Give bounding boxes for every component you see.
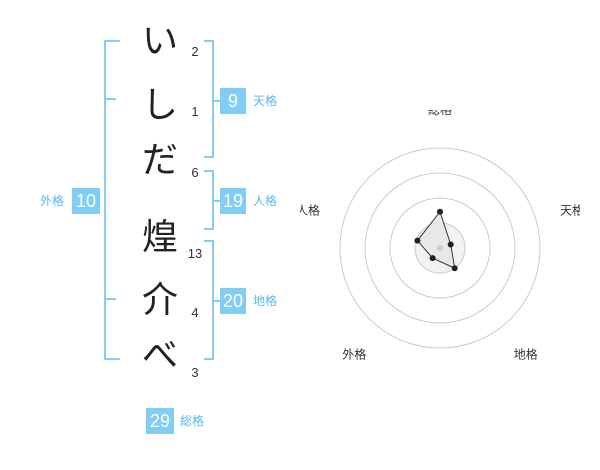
gaikaku-bracket-bottom [104, 358, 120, 360]
stroke-count-1: 2 [191, 44, 199, 59]
gaikaku-bracket-inner-bottom [104, 298, 116, 300]
chikaku-bracket-bottom [204, 358, 214, 360]
name-char-2: し [141, 85, 178, 126]
radar-center-dot [437, 245, 443, 251]
gaikaku-label: 外格 [40, 194, 65, 208]
gaikaku-bracket-top [104, 40, 120, 42]
chikaku-connector [212, 300, 222, 302]
radar-point-2 [451, 265, 458, 272]
radar-axis-label-0: 総格 [428, 110, 452, 117]
radar-ring-3 [364, 172, 516, 324]
jinkaku-bracket-top [204, 170, 214, 172]
radar-point-3 [429, 255, 436, 262]
radar-axis-label-3: 外格 [342, 347, 366, 362]
stroke-count-5: 4 [191, 305, 199, 320]
radar-series-polygon [416, 210, 456, 270]
tenkaku-label: 天格 [253, 94, 278, 108]
radar-axis-label-1: 天格 [560, 202, 580, 217]
chikaku-value: 20 [220, 288, 246, 314]
stroke-count-2: 1 [191, 104, 199, 119]
name-char-3: だ [141, 140, 178, 181]
tenkaku-bracket-bottom [204, 156, 214, 158]
radar-axis-label-4: 人格 [300, 202, 320, 217]
radar-ring-4 [339, 147, 541, 349]
name-char-6: べ [141, 335, 178, 376]
tenkaku-bracket-vertical [212, 40, 214, 158]
tenkaku-connector [212, 100, 222, 102]
stroke-count-4: 13 [187, 246, 203, 261]
radar-ring-2 [389, 197, 491, 299]
stroke-count-6: 3 [191, 365, 199, 380]
gaikaku-value: 10 [72, 188, 100, 214]
name-char-1: い [141, 21, 178, 62]
stroke-count-3: 6 [191, 165, 199, 180]
tenkaku-value: 9 [220, 88, 246, 114]
name-char-4: 煌 [141, 217, 178, 258]
tenkaku-bracket-top [204, 40, 214, 42]
jinkaku-value: 19 [220, 188, 246, 214]
radar-point-1 [447, 241, 454, 248]
chikaku-bracket-top [204, 240, 214, 242]
jinkaku-label: 人格 [253, 194, 278, 208]
gaikaku-bracket-vertical [104, 40, 106, 360]
name-char-5: 介 [141, 280, 178, 321]
gaikaku-bracket-inner-top [104, 98, 116, 100]
jinkaku-bracket-bottom [204, 228, 214, 230]
soukaku-label: 総格 [180, 414, 205, 428]
radar-point-0 [437, 208, 443, 215]
jinkaku-connector [212, 200, 222, 202]
radar-axis-label-2: 地格 [514, 347, 538, 362]
chikaku-label: 地格 [253, 294, 278, 308]
soukaku-value: 29 [146, 408, 174, 434]
radar-point-4 [414, 237, 421, 244]
